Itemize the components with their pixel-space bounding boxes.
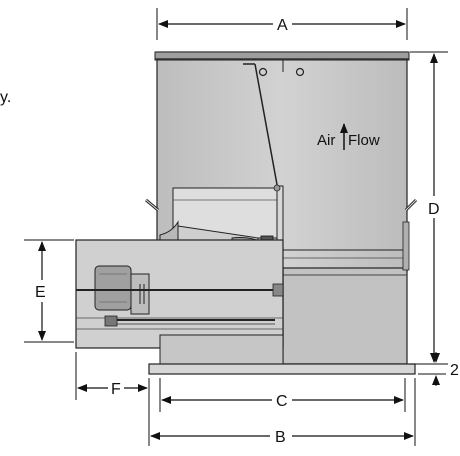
dim-label-e: E [35,284,46,301]
dimension-f: F [75,352,150,446]
dimension-2: 2 [418,352,459,386]
dim-label-b: B [275,429,286,446]
dimension-b: B [150,378,416,446]
cropped-text-fragment: y. [0,89,11,106]
motor-compartment [75,239,284,349]
air-flow-suffix: Flow [348,132,380,149]
dimension-e: E [24,239,74,343]
dimension-d: D [410,51,448,365]
dim-label-c: C [276,393,288,410]
air-flow-label: Air Flow [317,123,380,150]
dim-label-a: A [277,17,288,34]
dimension-c: C [159,378,406,412]
dim-label-f: F [111,381,121,398]
dimension-a: A [156,8,408,40]
air-flow-prefix: Air [317,132,335,149]
damper-linkage [243,60,305,191]
base-plate [148,334,416,375]
dim-label-2: 2 [450,362,459,379]
dim-label-d: D [428,201,440,218]
side-handles [145,198,418,212]
